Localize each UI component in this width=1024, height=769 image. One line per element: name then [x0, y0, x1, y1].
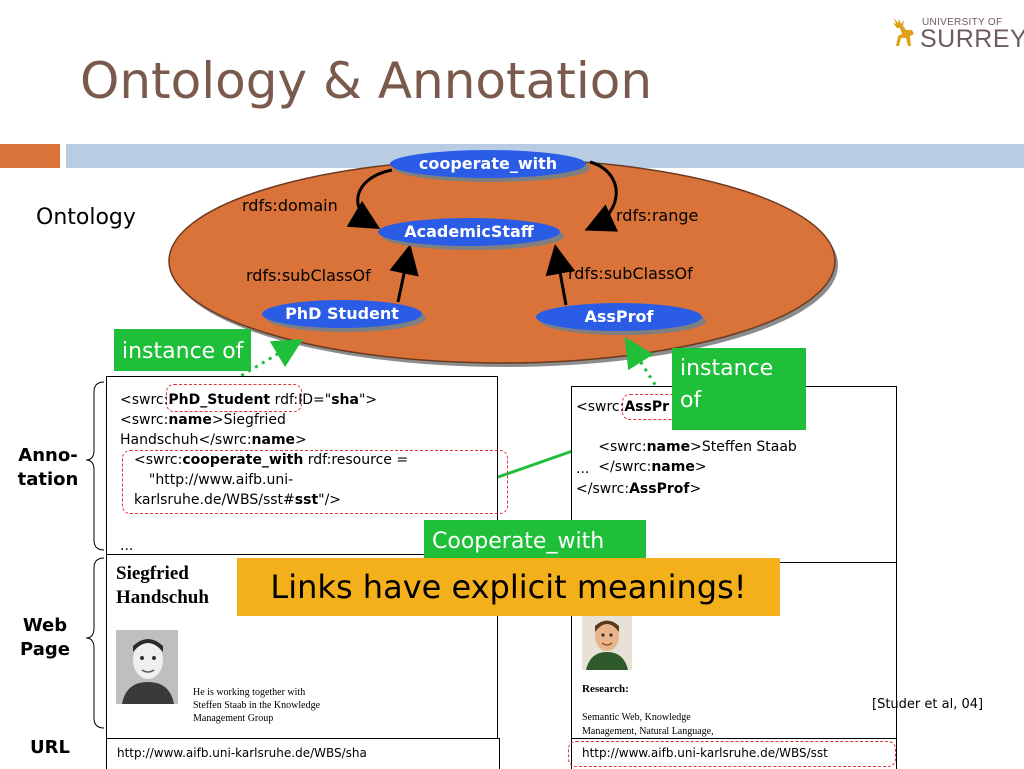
code-text: >: [295, 432, 307, 448]
code-text: <swrc:: [120, 392, 169, 408]
subclass-right-arrow: [545, 244, 576, 306]
ontology-label: Ontology: [36, 205, 136, 230]
left-url-box: [106, 738, 500, 769]
annotation-bracket: [85, 381, 105, 551]
caption-line3: Management Group: [193, 713, 274, 724]
caption-line1: He is working together with: [193, 687, 306, 698]
university-logo: UNIVERSITY OF SURREY: [888, 14, 1024, 56]
left-cooperate-highlight: [122, 450, 508, 514]
code-text: >Steffen Staab: [690, 439, 797, 455]
url-row-label: URL: [30, 737, 70, 758]
edge-label-subclass-right: rdfs:subClassOf: [568, 264, 693, 283]
code-bold: sst: [294, 492, 319, 508]
code-text: rdf:resource =: [303, 452, 409, 468]
left-annotation-line5: "http://www.aifb.uni-: [140, 472, 294, 488]
code-text: >Siegfried: [211, 412, 286, 428]
code-bold: cooperate_with: [182, 452, 304, 468]
node-academic-staff: AcademicStaff: [378, 218, 560, 246]
code-bold: name: [168, 412, 212, 428]
right-annotation-line2: <swrc:name>Steffen Staab: [576, 417, 797, 457]
name-line2: Handschuh: [116, 587, 209, 608]
code-bold: name: [651, 459, 695, 475]
right-url-box: [571, 738, 897, 769]
instance-line2: of: [680, 388, 702, 413]
logo-line2: SURREY: [920, 25, 1024, 53]
code-text: <swrc:: [120, 412, 169, 428]
edge-label-range: rdfs:range: [616, 206, 699, 225]
left-class-highlight: [166, 384, 302, 412]
caption-line2: Steffen Staab in the Knowledge: [193, 700, 321, 711]
code-bold: name: [646, 439, 691, 455]
research-line1: Semantic Web, Knowledge: [582, 712, 691, 723]
right-url-highlight: [568, 741, 896, 767]
right-annotation-line3: </swrc:name>: [576, 437, 707, 477]
webpage-bracket: [85, 557, 105, 729]
code-bold: AssProf: [629, 481, 690, 497]
research-heading: Research:: [582, 683, 629, 695]
portrait-photo-icon: [116, 630, 178, 704]
code-text: <swrc:: [576, 399, 625, 415]
code-text: >: [689, 481, 702, 497]
code-text: karlsruhe.de/WBS/sst#: [134, 492, 295, 508]
right-annotation-ellipsis: ...: [576, 461, 590, 477]
name-line1: Siegfried: [116, 563, 189, 584]
orange-accent-bar: [0, 144, 60, 168]
right-annotation-line5: </swrc:AssProf>: [576, 479, 701, 499]
left-annotation-line2: <swrc:name>Siegfried: [120, 410, 286, 430]
left-url-link[interactable]: http://www.aifb.uni-karlsruhe.de/WBS/sha: [117, 746, 367, 760]
code-text: </swrc:: [576, 481, 630, 497]
cooperate-with-callout: Cooperate_with: [424, 520, 646, 560]
annotation-row-label: Anno- tation: [10, 444, 86, 492]
portrait-photo-icon: [582, 612, 632, 670]
left-annotation-line4: <swrc:cooperate_with rdf:resource =: [134, 450, 408, 470]
code-text: Handschuh</swrc:: [120, 432, 252, 448]
code-bold: name: [251, 432, 296, 448]
left-annotation-line1: <swrc:PhD_Student rdf:ID="sha">: [120, 390, 377, 410]
annotation-label-text: Anno- tation: [17, 445, 79, 490]
research-text: Semantic Web, Knowledge Management, Natu…: [582, 711, 714, 739]
left-annotation-ellipsis: ...: [120, 538, 134, 554]
edge-label-subclass-left: rdfs:subClassOf: [246, 266, 371, 285]
subclass-left-arrow: [389, 244, 419, 303]
code-bold: PhD_Student: [168, 392, 271, 408]
webpage-row-label: Web Page: [10, 614, 80, 662]
left-webpage-caption: He is working together with Steffen Staa…: [193, 686, 320, 725]
node-assprof: AssProf: [536, 303, 702, 331]
edge-label-domain: rdfs:domain: [242, 196, 338, 215]
code-text: rdf:ID=": [270, 392, 332, 408]
ontology-ellipse: [168, 158, 836, 364]
slide-title: Ontology & Annotation: [80, 52, 653, 110]
right-annotation-line1: <swrc:AssPr: [576, 397, 669, 417]
webpage-label-text: Web Page: [20, 615, 70, 660]
citation: [Studer et al, 04]: [872, 697, 984, 712]
instance-of-left-callout: instance of: [114, 329, 252, 371]
code-text: "/>: [318, 492, 342, 508]
node-phd-student: PhD Student: [262, 300, 422, 328]
instance-line1: instance: [680, 356, 774, 381]
instance-of-right-callout: instance of: [672, 348, 806, 430]
node-cooperate-with: cooperate_with: [390, 150, 586, 178]
code-bold: sha: [331, 392, 359, 408]
code-bold: AssPr: [624, 399, 670, 415]
right-url-link[interactable]: http://www.aifb.uni-karlsruhe.de/WBS/sst: [582, 746, 828, 760]
code-text: </swrc:: [584, 459, 652, 475]
range-arrow: [584, 160, 619, 232]
domain-arrow: [346, 168, 393, 230]
code-text: <swrc:: [134, 452, 183, 468]
logo-line1: UNIVERSITY OF: [922, 17, 1003, 28]
code-text: <swrc:: [584, 439, 647, 455]
stag-icon: [893, 18, 914, 46]
left-annotation-line3: Handschuh</swrc:name>: [120, 430, 307, 450]
code-text: >: [694, 459, 707, 475]
research-line2: Management, Natural Language,: [582, 726, 714, 737]
left-annotation-line6: karlsruhe.de/WBS/sst#sst"/>: [134, 490, 341, 510]
left-webpage-name: Siegfried Handschuh: [116, 562, 209, 610]
banner-explicit-meanings: Links have explicit meanings!: [237, 558, 780, 616]
code-text: ">: [358, 392, 378, 408]
